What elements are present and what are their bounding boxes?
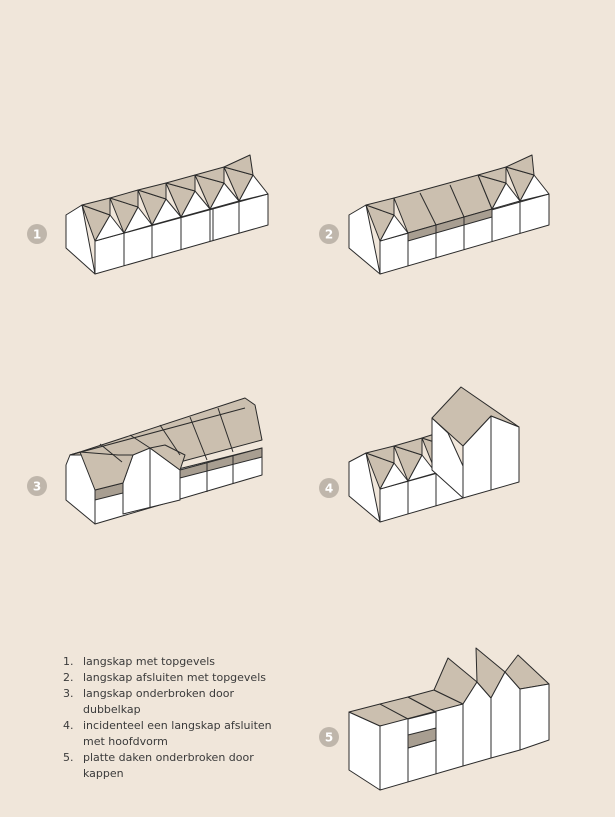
badge-5: 5 <box>319 727 339 747</box>
legend-item: 3. langskap onderbroken door dubbelkap <box>63 686 273 718</box>
badge-3: 3 <box>27 476 47 496</box>
legend-list: 1. langskap met topgevels 2. langskap af… <box>63 654 273 782</box>
legend-item: 4. incidenteel een langskap afsluiten me… <box>63 718 273 750</box>
legend-item-text: platte daken onderbroken door kappen <box>83 751 254 780</box>
variant-2-building <box>348 154 550 275</box>
variant-5-building <box>348 647 550 791</box>
svg-text:5: 5 <box>325 731 333 745</box>
legend-item-text: langskap met topgevels <box>83 655 216 668</box>
legend-item-number: 1. <box>63 655 74 668</box>
legend-item: 2. langskap afsluiten met topgevels <box>63 670 273 686</box>
legend-item: 5. platte daken onderbroken door kappen <box>63 750 273 782</box>
legend-item-text: langskap onderbroken door dubbelkap <box>83 687 235 716</box>
badge-1: 1 <box>27 224 47 244</box>
badge-4: 4 <box>319 478 339 498</box>
legend-item-number: 5. <box>63 751 74 764</box>
legend-item-number: 2. <box>63 671 74 684</box>
variant-1-building <box>65 154 269 275</box>
legend-item-text: incidenteel een langskap afsluiten met h… <box>83 719 272 748</box>
legend-item-text: langskap afsluiten met topgevels <box>83 671 266 684</box>
svg-text:2: 2 <box>325 228 333 242</box>
svg-text:4: 4 <box>325 482 333 496</box>
legend-item-number: 3. <box>63 687 74 700</box>
legend-item: 1. langskap met topgevels <box>63 654 273 670</box>
variant-4-building <box>348 386 520 523</box>
badge-2: 2 <box>319 224 339 244</box>
legend-item-number: 4. <box>63 719 74 732</box>
svg-text:3: 3 <box>33 480 41 494</box>
variant-3-building <box>65 397 263 525</box>
svg-text:1: 1 <box>33 228 41 242</box>
